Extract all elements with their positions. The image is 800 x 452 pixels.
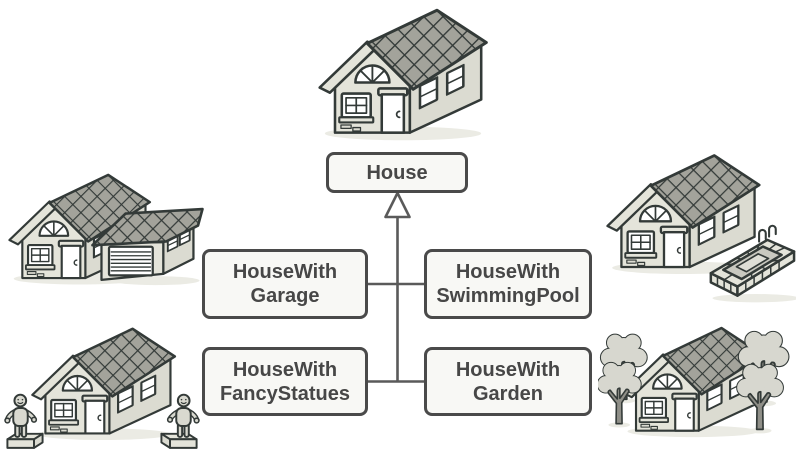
- class-label-line: HouseWith: [232, 358, 338, 381]
- class-label: House: [366, 161, 428, 184]
- class-label-line: SwimmingPool: [436, 285, 580, 307]
- class-label-line: HouseWith: [455, 261, 561, 283]
- class-box-house-with-garage: HouseWith Garage: [202, 249, 368, 319]
- inheritance-arrow: [366, 191, 429, 383]
- class-box-house-with-swimming-pool: HouseWith SwimmingPool: [424, 249, 592, 319]
- house-with-fancy-statues-illustration: [4, 327, 200, 451]
- class-box-house: House: [326, 152, 468, 193]
- class-box-house-with-garden: HouseWith Garden: [424, 347, 592, 416]
- house-with-swimming-pool-illustration: [606, 154, 796, 303]
- garage: [91, 207, 204, 286]
- swimming-pool: [709, 224, 796, 303]
- class-label-line: Garage: [250, 285, 320, 307]
- house-illustration: [318, 8, 488, 142]
- house-with-garage-illustration: [8, 173, 204, 286]
- class-label-line: FancyStatues: [219, 382, 351, 405]
- class-label-line: HouseWith: [232, 261, 338, 283]
- statue-left: [5, 395, 43, 448]
- class-box-house-with-fancy-statues: HouseWith FancyStatues: [202, 347, 368, 416]
- house-with-garden-illustration: [598, 326, 796, 439]
- class-label-line: HouseWith: [455, 358, 561, 381]
- class-label-line: Garden: [472, 382, 544, 405]
